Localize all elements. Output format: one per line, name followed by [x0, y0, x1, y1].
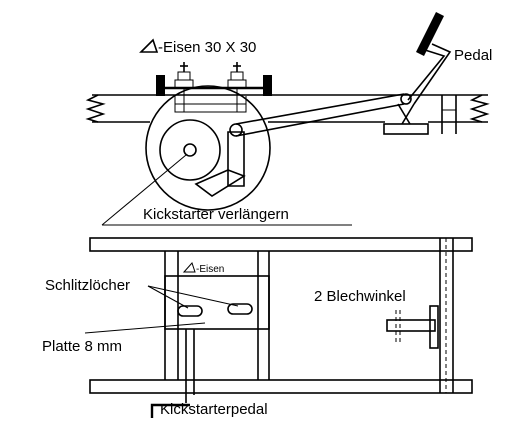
brackets-label: 2 Blechwinkel: [314, 288, 406, 305]
kickstarter-pedal-rods: [150, 329, 195, 418]
plate-label: Platte 8 mm: [42, 338, 122, 355]
slots-leader-2: [147, 285, 239, 307]
pedal-assembly: [383, 12, 457, 135]
bottom-view: -Eisen Schlitzlöcher Platte 8 mm Kicksta…: [42, 237, 473, 418]
frame-rail-top: [89, 237, 473, 252]
top-view: -Eisen 30 X 30: [85, 12, 492, 226]
sheet-metal-brackets: [386, 305, 439, 349]
plate-leader: [84, 322, 206, 334]
angle-iron-label: -Eisen 30 X 30: [158, 39, 256, 56]
angle-iron-verticals: [164, 238, 454, 393]
kickstarter-pedal-label: Kickstarterpedal: [160, 401, 268, 418]
break-mark-left: [85, 94, 106, 123]
kickstarter-label: Kickstarter verlängern: [143, 206, 289, 223]
angle-iron-label-small: -Eisen: [196, 264, 224, 275]
frame-tube: [92, 94, 488, 123]
angle-iron-symbol-small: [182, 262, 196, 273]
linkage-rod: [235, 93, 412, 137]
engine-casing: [145, 85, 271, 211]
slot-hole-left: [177, 305, 203, 317]
angle-iron-symbol: [139, 38, 159, 53]
slots-label: Schlitzlöcher: [45, 277, 130, 294]
pedal-label: Pedal: [454, 47, 492, 64]
frame-rail-bottom: [89, 379, 473, 394]
break-mark-right: [469, 94, 490, 123]
mounting-plate: [164, 275, 270, 330]
kickstarter-lever: [194, 123, 246, 197]
slots-leader-1: [147, 285, 189, 309]
slot-hole-right: [227, 303, 253, 315]
kickstarter-shaft-outer: [159, 119, 221, 181]
kickstarter-shaft-hub: [183, 143, 197, 157]
pedal-pad: [416, 12, 444, 56]
mounting-clamps: [156, 62, 272, 113]
kickstarter-leader: [101, 154, 187, 226]
